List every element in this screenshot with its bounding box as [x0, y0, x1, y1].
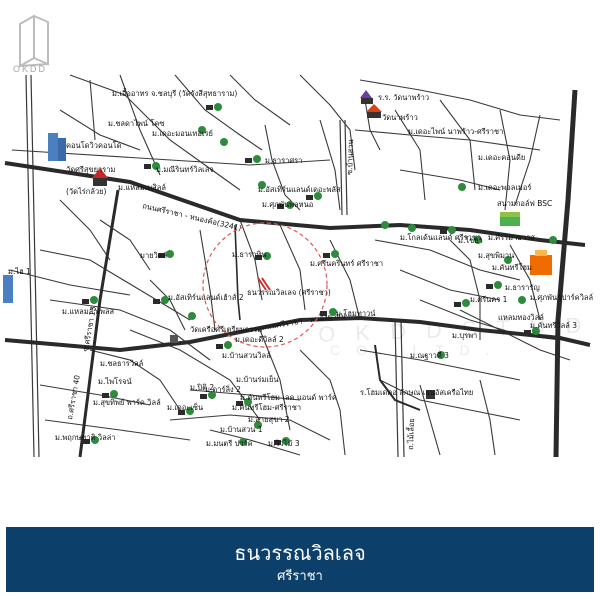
temple-icon [92, 168, 108, 186]
village-label: ม.เอื้ออาทร จ.ชลบุรี (วัดรังสีสุทธาราม) [112, 88, 237, 98]
village-label: ม.ณฐาวดี 3 [410, 351, 449, 360]
village-label: ม.อัสเทิร์นแลนด์เฮ้าส์ 2 [168, 293, 244, 302]
village-label: ม.ดาร์ลิ่ง 2 [205, 384, 241, 394]
village-label: ม.บ้านสวนวิลล์ [222, 351, 271, 360]
okdd-logo-icon [19, 14, 49, 68]
village-label: ม.โกลเด้นแลนด์ ศรีราชา [400, 233, 481, 242]
village-label: ม.ไพโรจน์ [98, 377, 132, 386]
village-label: ม.ธาราทิน [232, 250, 266, 259]
label-sotmarket: ร.โฮมเดคอ ลักษณ เอนอัสเครือไทย [360, 388, 473, 397]
label-hospital: แหลมทองวิลล์ [498, 313, 544, 322]
label-wat-bottom: วัดเครือศรีเตรียมธรรม [190, 325, 262, 334]
project-location: ศรีราชา [277, 569, 323, 584]
village-label: ม.ศิรรมาธาวส [488, 233, 535, 242]
village-label: ม.สุขพิมาน [478, 251, 514, 260]
village-label: ม.เดอะเซ็น [167, 402, 203, 412]
village-label: ม.มณีรินทร์วิลเลจ [156, 165, 214, 174]
village-label: ม.ปิติ 2 [190, 383, 214, 392]
target-radius-circle [202, 222, 328, 348]
village-label: ม.ชลธารวิลล์ [100, 359, 143, 368]
hospital-building-icon [530, 250, 552, 275]
watermark-line-2: C O ., L T D . [330, 342, 496, 358]
village-label: ม.บ้านร่มเย็น [236, 374, 278, 384]
project-title: ธนวรรณวิลเลจ [234, 541, 366, 565]
label-temple-left: วัดศรีสุขยาราม [66, 165, 115, 174]
minor-roads [9, 74, 571, 456]
road-label-vertical-3: ซ.บ้านสวน [345, 139, 355, 175]
label-condo: คอนโดวิวคอนโด [66, 141, 122, 150]
village-label: ม.เดอะไพน์ นาพร้าว-ศรีราชา [408, 127, 503, 136]
village-label: ม.วิวไม้ 3 [268, 439, 300, 448]
village-label: ม.อัสเทิร์นแลนด์เดอะพลัส [258, 185, 341, 194]
village-label: ม.โฮมทาวน์ [336, 309, 375, 318]
main-roads [4, 89, 591, 458]
map-area [0, 72, 600, 457]
village-label: ม.คันทรีโฮม-ศรีราชา [232, 403, 301, 412]
village-label: ม.คันทรีโฮม เลค แอนด์ พาร์ค [240, 393, 337, 402]
label-temple-top: วัดนาพร้าว [382, 113, 418, 122]
village-label: ม.พฤกษชาติ วิลล่า [55, 433, 115, 442]
village-label: ม.ศรีนคร 1 [470, 295, 508, 304]
village-label: ม.แหลมลำเพลส [62, 307, 115, 316]
target-marker-icon [257, 277, 271, 291]
label-stadium: สนามกอล์ฟ BSC [497, 199, 552, 208]
tree-icons [90, 103, 557, 446]
vertical-double-roads [25, 74, 405, 458]
village-label: ม.ธาราศรา [265, 156, 302, 165]
label-market: มายวิลล์ [140, 251, 167, 260]
village-label: ม.สายสุขา 2 [248, 415, 290, 424]
logo-text: OKDD [13, 64, 48, 74]
village-label: ม.คันทรีโฮม [492, 263, 532, 272]
village-label: ม.ไฮ 1 [8, 267, 31, 276]
village-label: ม.เดอะคอนดีย [478, 153, 525, 162]
village-label: ม.ธารารัญ [505, 283, 540, 292]
school-flag-icon [360, 90, 382, 118]
village-label: ม.ศุภพันธ์ปาร์ควิลล์ [530, 293, 593, 302]
house-icons [82, 105, 531, 445]
village-label: ม.ไชยา [458, 236, 483, 245]
village-label: ม.เดอะมอนเทอเรย์ [152, 129, 213, 138]
label-temple-left-short: (วัดไร่กล้วย) [66, 187, 107, 196]
village-label: ม.แหลมเพสิลล์ [118, 183, 166, 192]
road-label-vertical-4: ถ.ไม้เลื้อย [405, 418, 416, 450]
village-label: ม.คันทรีวิลล์ 3 [530, 321, 577, 330]
village-label: ม.บุรพา [452, 331, 477, 340]
village-label: ม.เดอะดีวิลล์ 2 [235, 335, 284, 344]
footer-banner: ธนวรรณวิลเลจ ศรีราชา [6, 527, 594, 592]
market-icon [170, 335, 435, 399]
village-label: ม.มนตรี ปาร์ค [206, 439, 253, 448]
label-school: ร.ร. วัดนาพร้าว [378, 93, 429, 102]
village-label: ม.ศุภพันพลหนอ [262, 200, 313, 209]
village-label: ม.ชลดาไพน์ โคซ [108, 119, 164, 128]
condo-building-icon [3, 133, 66, 303]
village-label: ม.สุขทิพย์ พาร์ค วิลล์ [93, 398, 161, 407]
village-label: ม.เดอะพอลเมอร์ [478, 183, 531, 192]
golf-course-icon [500, 212, 520, 226]
village-label: ม.บ้านสวน 1 [220, 425, 263, 434]
target-label: ธนวรรณวิลเลจ (ศรีราชา) [247, 288, 331, 297]
village-label: ม.ศรีนครินทร์ ศรีราชา [310, 259, 383, 268]
